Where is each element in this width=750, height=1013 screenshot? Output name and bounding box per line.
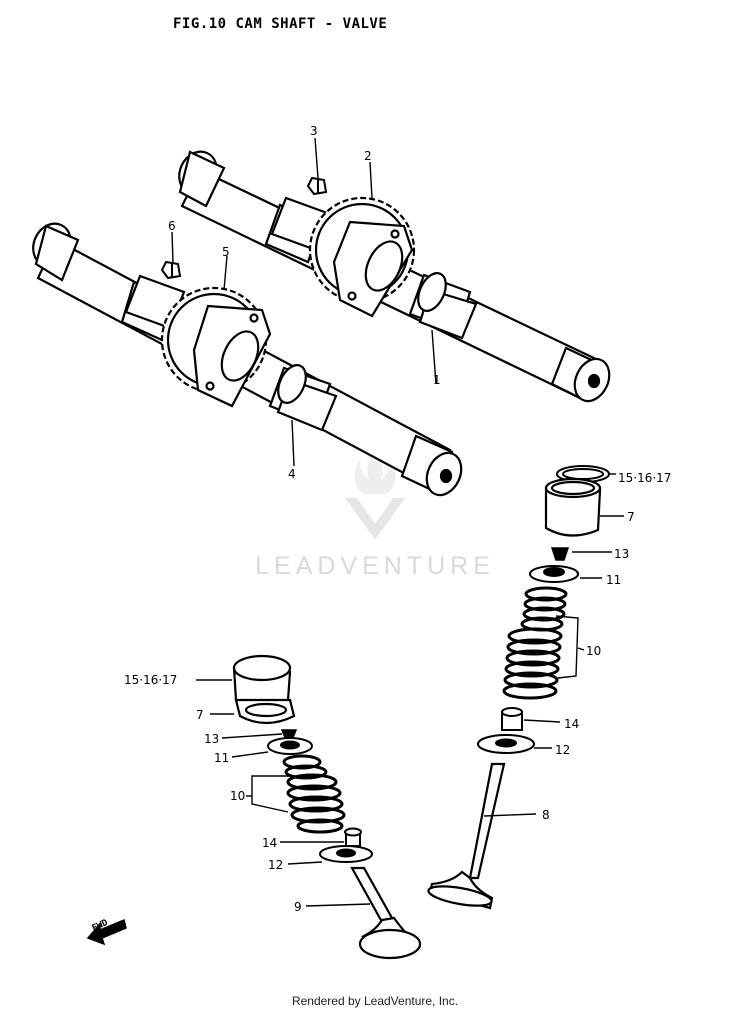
valve-left bbox=[350, 866, 422, 960]
callout-15-16-17-left: 15·16·17 bbox=[124, 673, 177, 687]
camshaft-2 bbox=[32, 222, 463, 497]
callout-3: 3 bbox=[310, 124, 318, 138]
callout-13-left: 13 bbox=[204, 732, 219, 746]
callout-2: 2 bbox=[364, 149, 372, 163]
seal-left bbox=[344, 827, 362, 847]
callout-14-right: 14 bbox=[564, 717, 579, 731]
spring-left bbox=[282, 754, 346, 834]
figure-title: FIG.10 CAM SHAFT - VALVE bbox=[173, 16, 388, 32]
callout-6: 6 bbox=[168, 219, 176, 233]
callout-10-right: 10 bbox=[586, 644, 601, 658]
callout-4: 4 bbox=[288, 467, 296, 481]
watermark-text: LEADVENTURE bbox=[255, 552, 495, 580]
callout-15-16-17-right: 15·16·17 bbox=[618, 471, 671, 485]
callout-7-right: 7 bbox=[627, 510, 635, 524]
callout-10-left: 10 bbox=[230, 789, 245, 803]
callout-5: 5 bbox=[222, 245, 230, 259]
shim-tappet-left bbox=[232, 654, 296, 725]
tappet-right bbox=[544, 477, 602, 537]
callout-labels: 1 2 3 4 5 6 15·16·17 7 13 11 10 14 12 8 … bbox=[124, 124, 671, 914]
callout-7-left: 7 bbox=[196, 708, 204, 722]
callout-12-left: 12 bbox=[268, 858, 283, 872]
valve-right bbox=[427, 762, 506, 910]
callout-11-left: 11 bbox=[214, 751, 229, 765]
bolt-6 bbox=[160, 260, 182, 280]
retainer-right bbox=[529, 565, 579, 583]
callout-11-right: 11 bbox=[606, 573, 621, 587]
spring-right bbox=[502, 586, 568, 700]
callout-14-left: 14 bbox=[262, 836, 277, 850]
footer-credit: Rendered by LeadVenture, Inc. bbox=[291, 994, 459, 1008]
seat-right bbox=[477, 734, 535, 754]
callout-8: 8 bbox=[542, 808, 550, 822]
retainer-left bbox=[267, 737, 313, 755]
camshaft-1 bbox=[178, 150, 611, 403]
seat-left bbox=[319, 845, 373, 863]
bolt-3 bbox=[306, 176, 328, 196]
callout-12-right: 12 bbox=[555, 743, 570, 757]
cotter-right bbox=[550, 547, 570, 561]
callout-9: 9 bbox=[294, 900, 302, 914]
leader-lines bbox=[171, 137, 624, 907]
watermark-logo bbox=[345, 448, 405, 540]
callout-13-right: 13 bbox=[614, 547, 629, 561]
callout-1: 1 bbox=[433, 373, 441, 387]
seal-right bbox=[501, 707, 523, 731]
forward-arrow-icon bbox=[86, 918, 127, 946]
